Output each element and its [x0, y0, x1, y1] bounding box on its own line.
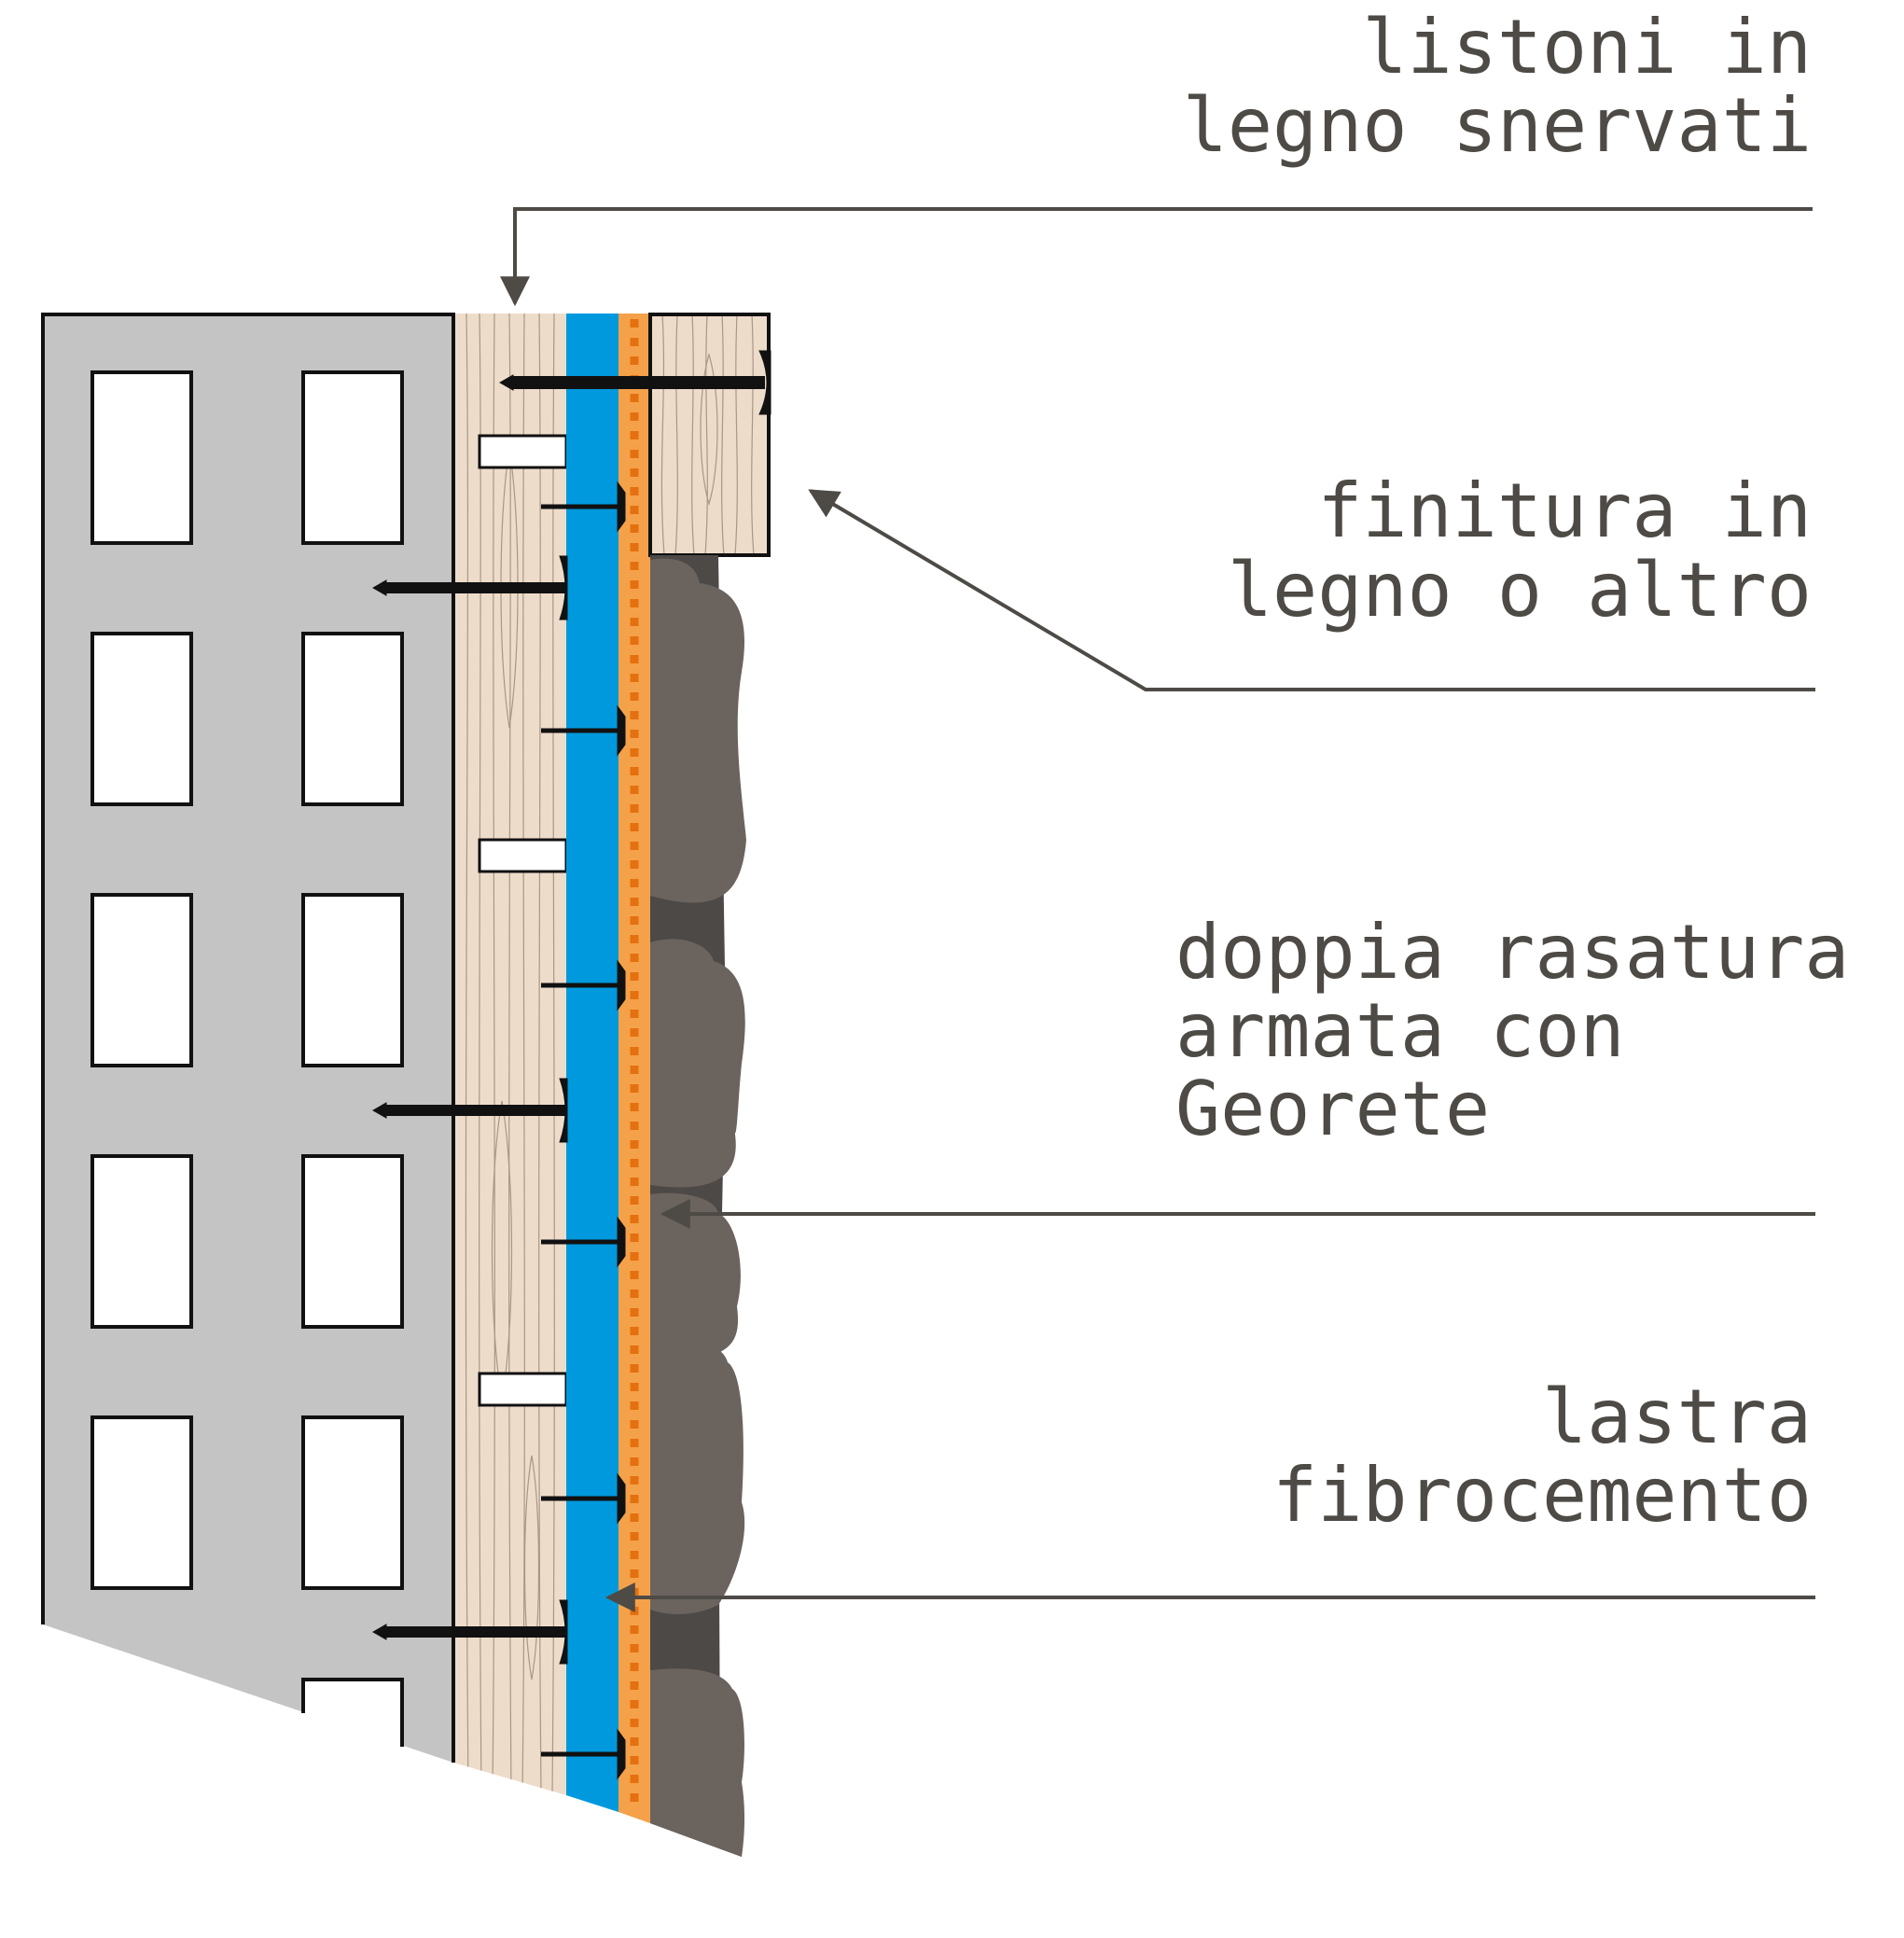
partial-cavity — [301, 1678, 404, 1747]
top-wood-finish — [648, 313, 771, 557]
block-cavities — [90, 370, 404, 1590]
label-listoni-line2: legno snervati — [1183, 82, 1812, 169]
label-finitura-line2: legno o altro — [1228, 547, 1812, 634]
leader-lines — [500, 207, 1815, 1612]
labels: listoni in legno snervati finitura in le… — [1175, 4, 1849, 1539]
label-lastra-line2: fibrocemento — [1272, 1452, 1812, 1539]
label-rasatura-line2: armata con — [1175, 987, 1625, 1074]
wood-batten-layer — [452, 314, 568, 1795]
label-lastra-line1: lastra — [1542, 1373, 1812, 1460]
label-listoni-line1: listoni in — [1362, 4, 1812, 91]
fibrocement-board — [566, 314, 618, 1812]
long-screw — [371, 1599, 568, 1665]
short-screws — [541, 481, 626, 1780]
label-rasatura-line3: Georete — [1175, 1066, 1490, 1152]
reinforced-render-layer — [618, 314, 650, 1823]
leader-listoni — [500, 207, 1813, 307]
masonry-block — [41, 313, 455, 1763]
long-screw — [371, 555, 568, 620]
label-rasatura-line1: doppia rasatura — [1175, 909, 1849, 996]
long-screw — [371, 1078, 568, 1143]
leader-finitura — [808, 489, 1815, 691]
label-finitura-line1: finitura in — [1317, 467, 1812, 554]
long-screws — [371, 555, 568, 1665]
stone-cladding — [650, 555, 746, 1857]
wood-gap-slots — [478, 434, 568, 1407]
top-screw — [498, 350, 771, 415]
